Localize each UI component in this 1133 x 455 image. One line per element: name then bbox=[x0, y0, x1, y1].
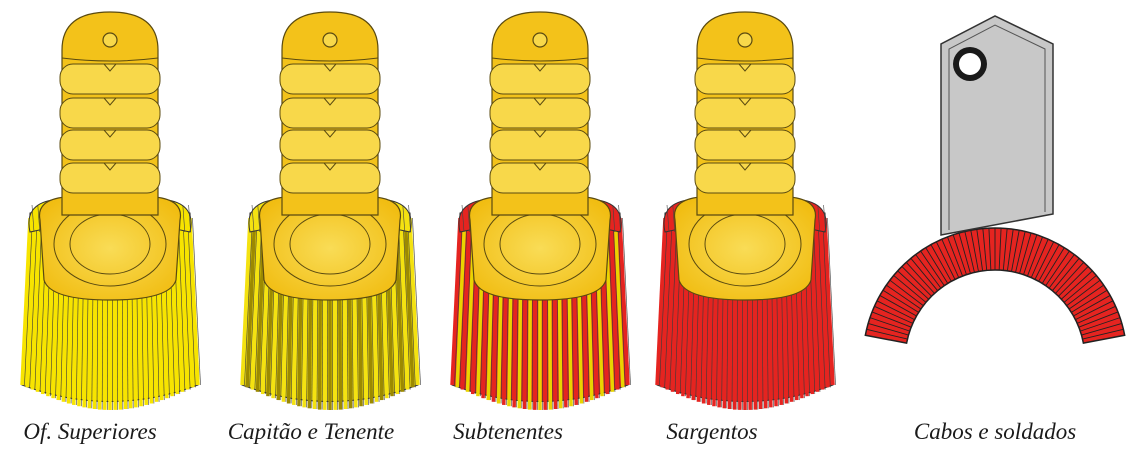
strap bbox=[695, 12, 795, 215]
button-hole bbox=[103, 33, 117, 47]
button-hole bbox=[323, 33, 337, 47]
strap bbox=[60, 12, 160, 215]
caption-subtenentes: Subtenentes bbox=[453, 419, 563, 445]
grey-strap bbox=[941, 16, 1053, 235]
strap bbox=[490, 12, 590, 215]
epaulette-of-superiores bbox=[22, 12, 201, 410]
caption-of-superiores: Of. Superiores bbox=[23, 419, 156, 445]
caption-capitao-tenente: Capitão e Tenente bbox=[228, 419, 395, 445]
caption-cabos-soldados: Cabos e soldados bbox=[914, 419, 1076, 445]
strap bbox=[280, 12, 380, 215]
epaulette-sargentos bbox=[657, 12, 836, 410]
button-hole bbox=[533, 33, 547, 47]
epaulette-capitao-tenente bbox=[242, 12, 421, 410]
button-hole bbox=[738, 33, 752, 47]
epaulette-subtenentes bbox=[452, 12, 631, 410]
shoulder-strap-cabos-soldados bbox=[865, 16, 1124, 343]
fringe-arc bbox=[865, 228, 1124, 343]
caption-sargentos: Sargentos bbox=[666, 419, 757, 445]
